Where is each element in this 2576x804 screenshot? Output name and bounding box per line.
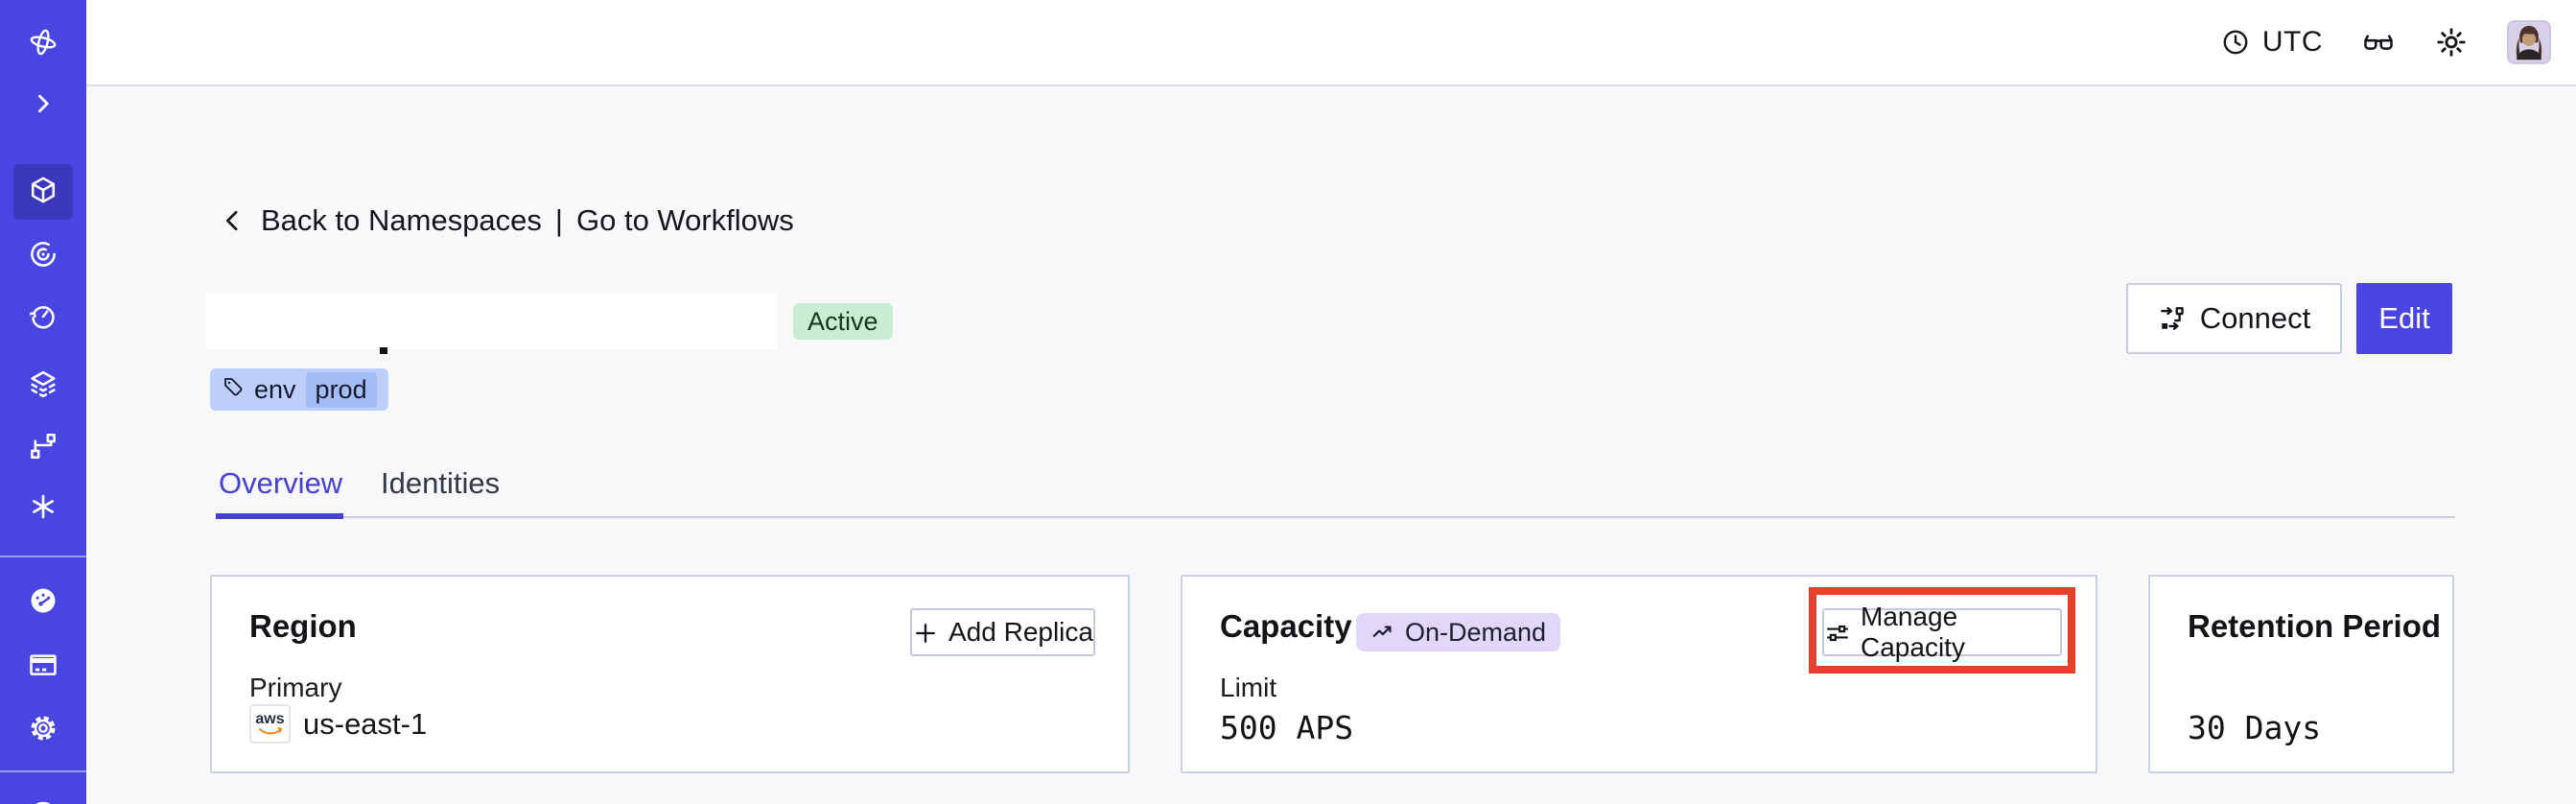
sidebar-item-clock-arrow[interactable] (27, 300, 59, 333)
tag-value: prod (305, 371, 377, 408)
sidebar-item-settings[interactable] (27, 712, 59, 745)
connect-button-label: Connect (2199, 301, 2311, 335)
tag-icon (222, 375, 245, 405)
namespace-tag-chip: env prod (210, 368, 388, 411)
add-replica-button[interactable]: Add Replica (910, 608, 1095, 656)
temporal-logo-icon (27, 26, 59, 59)
sidebar (0, 0, 86, 804)
sidebar-divider-bottom (0, 770, 86, 772)
chevron-right-icon (27, 87, 59, 120)
chevron-left-icon[interactable] (219, 206, 247, 235)
sidebar-item-cube-active[interactable] (13, 164, 73, 220)
region-field-label: Primary (249, 673, 342, 702)
sidebar-item-spiral[interactable] (27, 238, 59, 271)
region-name: us-east-1 (303, 706, 428, 741)
clock-arrow-icon (27, 300, 59, 333)
branch-icon (27, 430, 59, 462)
breadcrumb-back-link[interactable]: Back to Namespaces (261, 203, 542, 237)
plus-icon (912, 620, 937, 645)
breadcrumb-separator: | (554, 203, 563, 237)
spiral-icon (27, 238, 59, 271)
sidebar-item-partial[interactable] (27, 796, 59, 804)
retention-card-title: Retention Period (2188, 608, 2442, 644)
connect-button[interactable]: Connect (2126, 283, 2342, 354)
sidebar-item-branch[interactable] (27, 430, 59, 462)
tab-identities[interactable]: Identities (381, 466, 501, 500)
aws-logo-icon: aws (249, 704, 291, 744)
sidebar-divider-top (0, 556, 86, 557)
tab-overview[interactable]: Overview (219, 466, 343, 500)
gauge-icon (27, 584, 59, 617)
gear-icon (27, 712, 59, 745)
asterisk-icon (27, 490, 59, 523)
breadcrumb-workflows-link[interactable]: Go to Workflows (575, 203, 794, 237)
cube-icon (27, 174, 59, 211)
topbar: UTC (86, 0, 2576, 86)
timezone-label: UTC (2261, 26, 2323, 58)
sun-icon[interactable] (2434, 25, 2469, 59)
sliders-icon (1824, 620, 1849, 645)
namespace-name-redacted (206, 293, 777, 349)
layers-icon (27, 367, 59, 400)
sidebar-item-credit-card[interactable] (27, 649, 59, 681)
connect-flow-icon (2158, 304, 2187, 333)
sidebar-item-layers[interactable] (27, 367, 59, 400)
breadcrumb: Back to Namespaces | Go to Workflows (219, 203, 794, 238)
manage-capacity-button[interactable]: Manage Capacity (1822, 602, 2062, 662)
tabs-separator (216, 516, 2455, 518)
region-card: Region Add Replica Primary aws us-east-1 (210, 575, 1130, 773)
aws-logo-text: aws (255, 711, 285, 727)
sidebar-item-asterisk[interactable] (27, 490, 59, 523)
namespace-name-dot-artifact (380, 347, 387, 354)
active-tab-underline (216, 513, 343, 519)
trending-up-icon (1370, 620, 1395, 645)
partial-circle-icon (27, 796, 59, 804)
on-demand-badge: On-Demand (1356, 613, 1561, 651)
credit-card-icon (27, 649, 59, 681)
sidebar-item-logo[interactable] (27, 26, 59, 59)
region-value-row: aws us-east-1 (249, 704, 427, 744)
retention-value: 30 Days (2188, 709, 2322, 746)
capacity-field-label: Limit (1220, 673, 1277, 702)
sidebar-item-expand[interactable] (27, 87, 59, 120)
status-badge: Active (793, 303, 893, 340)
region-card-title: Region (249, 608, 357, 644)
clock-icon (2220, 27, 2251, 58)
user-avatar[interactable] (2507, 20, 2551, 64)
manage-capacity-label: Manage Capacity (1861, 602, 1965, 662)
capacity-card-title: Capacity (1220, 608, 1352, 644)
retention-card: Retention Period 30 Days (2148, 575, 2454, 773)
edit-button-label: Edit (2378, 301, 2430, 335)
edit-button[interactable]: Edit (2356, 283, 2452, 354)
tag-key: env (254, 374, 296, 404)
add-replica-label: Add Replica (948, 617, 1093, 647)
capacity-card: Capacity On-Demand Manage Capacity Limit… (1181, 575, 2097, 773)
capacity-limit-value: 500 APS (1220, 709, 1354, 746)
glasses-icon[interactable] (2361, 25, 2396, 59)
sidebar-item-gauge[interactable] (27, 584, 59, 617)
timezone-selector[interactable]: UTC (2220, 26, 2323, 59)
on-demand-label: On-Demand (1405, 617, 1547, 647)
